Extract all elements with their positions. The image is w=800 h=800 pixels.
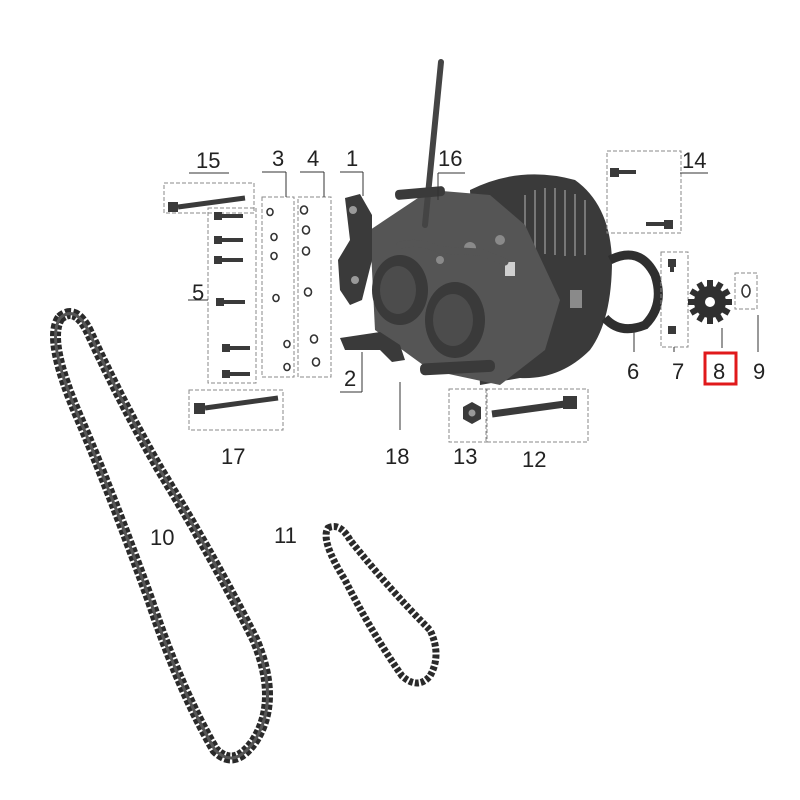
callout-3: 3 <box>272 146 284 171</box>
bolt-part-12 <box>485 388 589 443</box>
bolt-part-15 <box>163 182 255 214</box>
callout-9: 9 <box>753 359 765 384</box>
washers-group-part-4 <box>297 196 332 378</box>
callout-12: 12 <box>522 447 546 472</box>
callout-8: 8 <box>713 359 725 384</box>
small-chain-part-11 <box>322 523 440 687</box>
motor-gearbox-assembly <box>370 59 612 385</box>
clip-part-9 <box>734 272 758 310</box>
long-chain-part-10 <box>50 308 273 764</box>
callout-11: 11 <box>274 523 297 548</box>
highlight-box <box>703 351 738 386</box>
leader-lines <box>188 171 759 430</box>
callout-7: 7 <box>672 359 684 384</box>
callout-17: 17 <box>221 444 245 469</box>
callout-16: 16 <box>438 146 462 171</box>
callout-5: 5 <box>192 280 204 305</box>
callout-10: 10 <box>150 525 174 550</box>
callout-4: 4 <box>307 146 319 171</box>
nut-part-13 <box>448 388 488 443</box>
bolt-part-17 <box>188 389 284 431</box>
callout-18: 18 <box>385 444 409 469</box>
screws-group-part-5 <box>207 207 257 384</box>
callout-labels: 15 3 4 1 16 14 5 2 6 7 8 9 17 18 13 12 1… <box>150 146 765 550</box>
bracket-part-1 <box>338 194 372 305</box>
washers-group-part-3 <box>261 196 295 378</box>
sprocket-part-8 <box>688 280 732 324</box>
callout-15: 15 <box>196 148 220 173</box>
callout-14: 14 <box>682 148 706 173</box>
callout-6: 6 <box>627 359 639 384</box>
loop-bracket-part-6 <box>601 250 663 334</box>
callout-2: 2 <box>344 366 356 391</box>
screws-group-part-14 <box>606 150 682 234</box>
callout-1: 1 <box>346 146 358 171</box>
screws-group-part-7 <box>660 251 689 348</box>
callout-13: 13 <box>453 444 477 469</box>
bracket-part-2 <box>340 332 405 362</box>
